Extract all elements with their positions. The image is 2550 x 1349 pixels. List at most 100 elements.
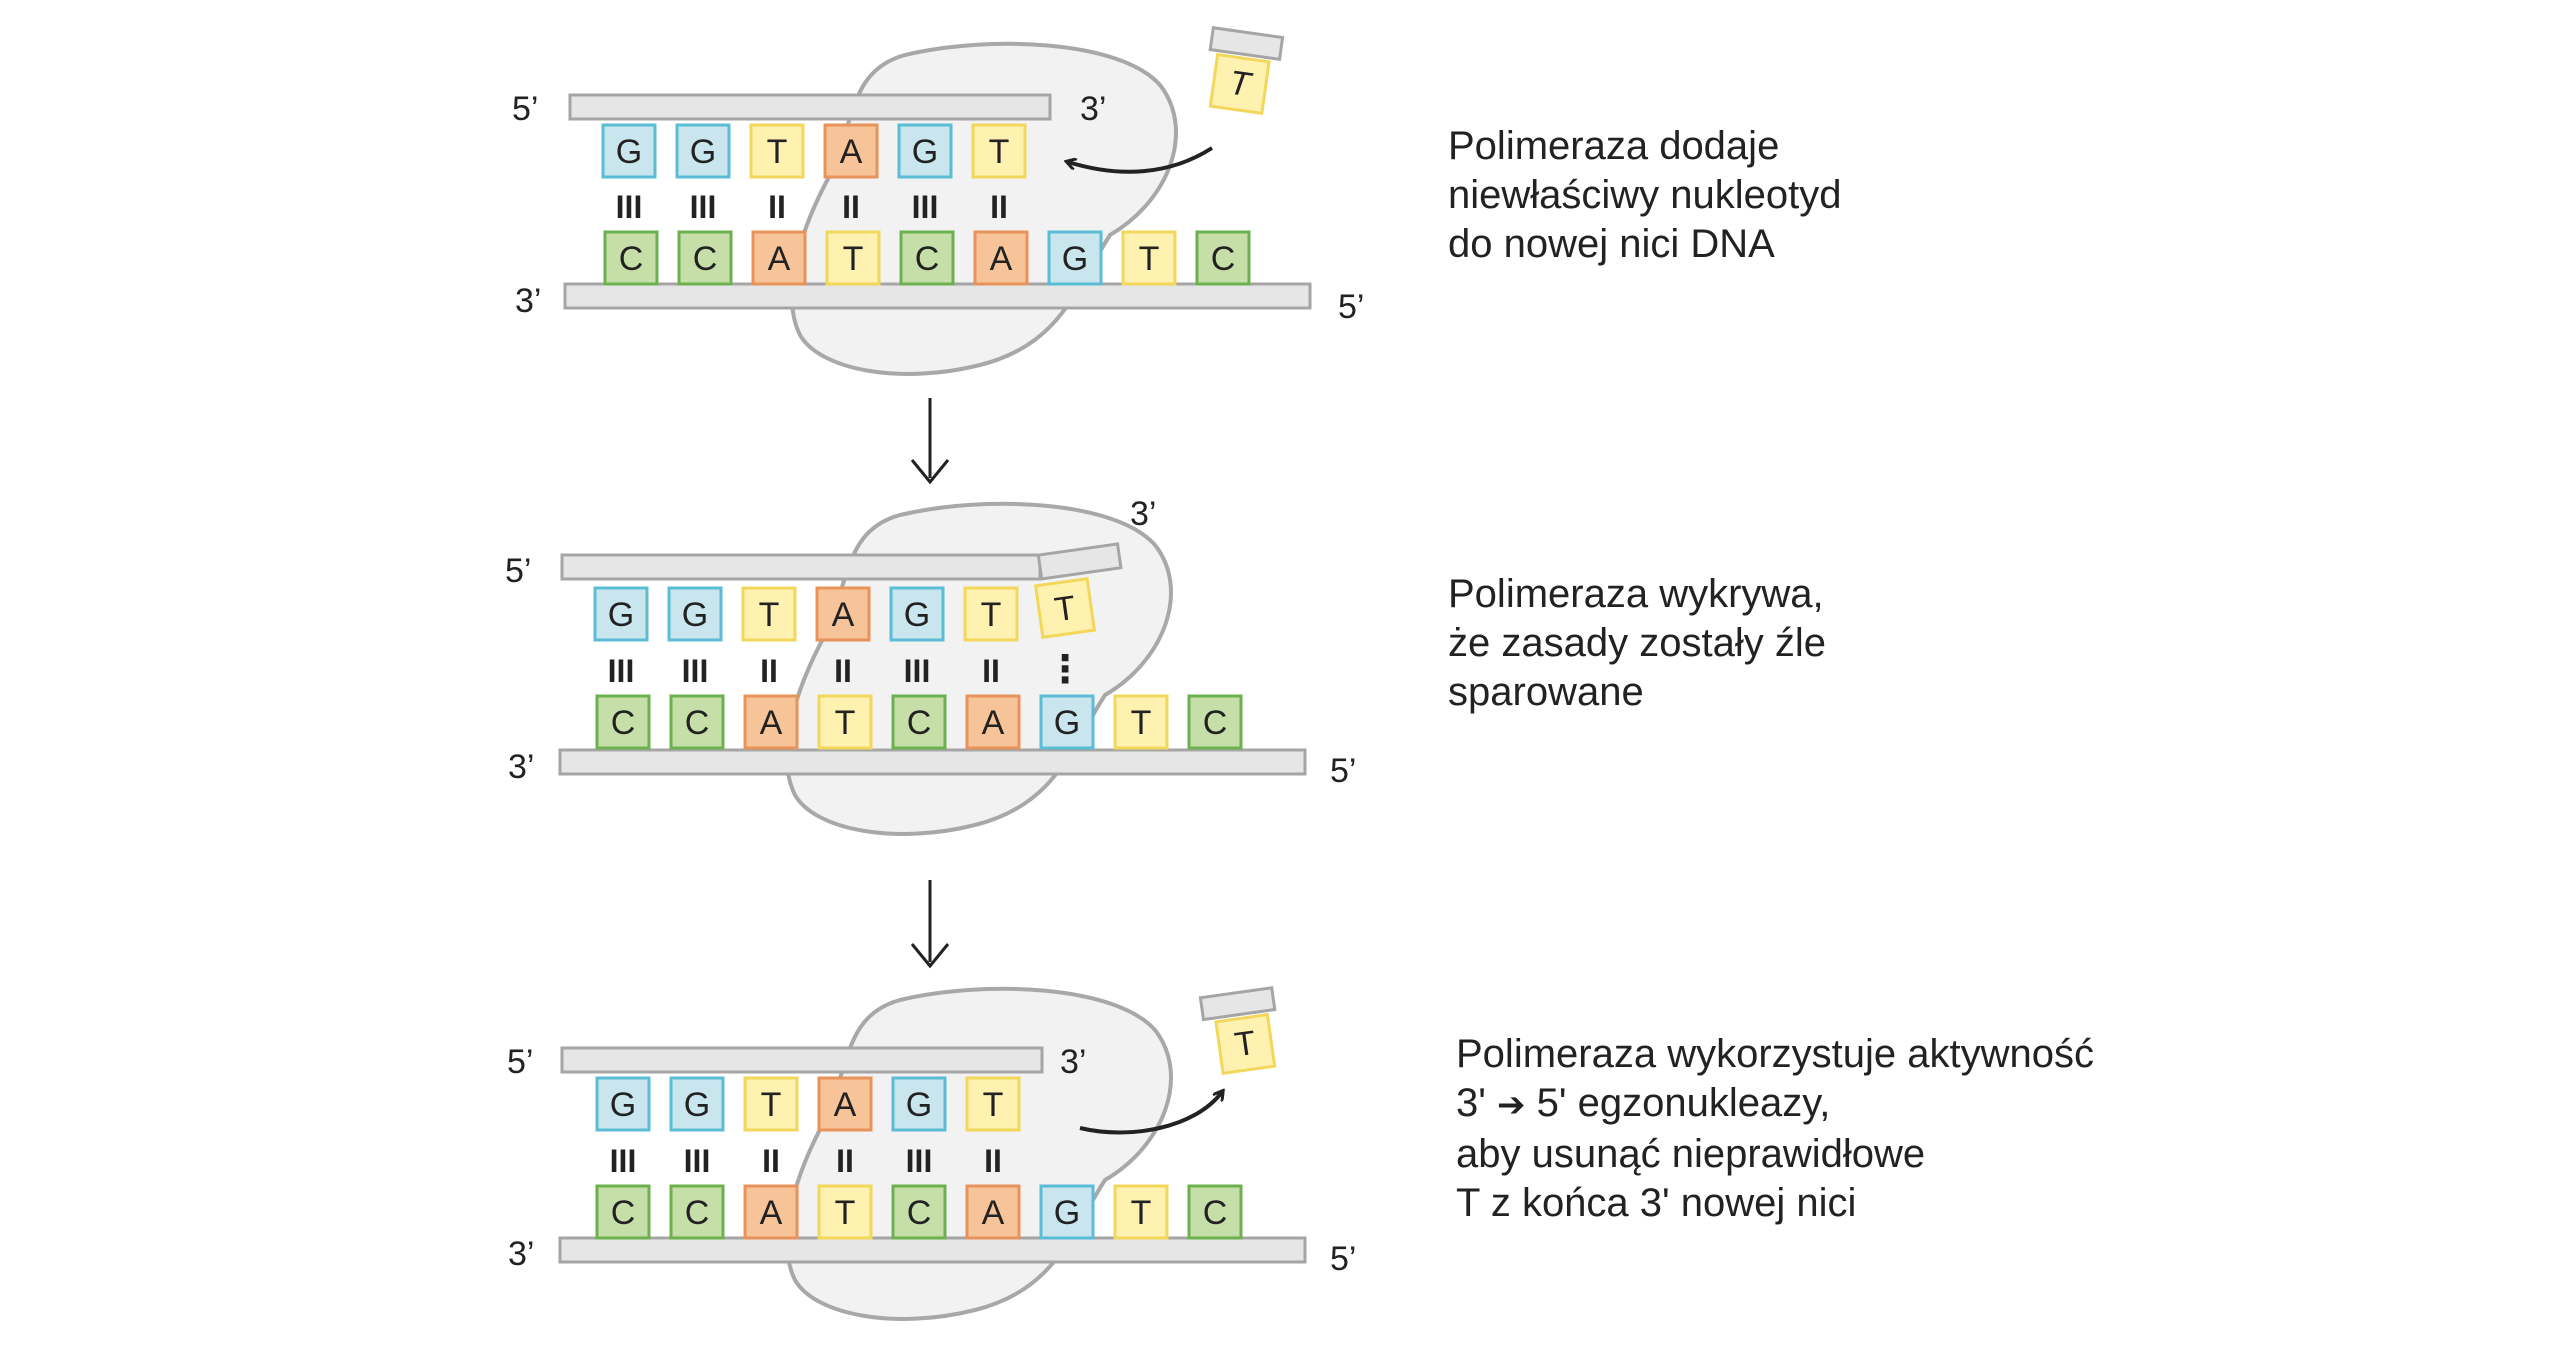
base-tile	[751, 230, 807, 286]
base-letter: G	[1054, 704, 1080, 742]
base-tile	[1033, 576, 1097, 640]
caption-5prime-exonuclease: 5' egzonukleazy,	[1536, 1081, 1831, 1125]
mismatched-base: T	[1033, 576, 1097, 640]
template-strand-base: T	[1121, 230, 1177, 286]
caption-line: do nowej nici DNA	[1448, 222, 1775, 266]
incoming-nucleotide-cap	[1208, 26, 1285, 61]
base-letter: T	[835, 1194, 856, 1232]
base-tile	[1187, 694, 1243, 750]
template-strand-base: A	[743, 1184, 799, 1240]
base-tile	[749, 123, 805, 179]
base-letter: T	[1139, 240, 1160, 278]
removal-arrow	[1079, 1092, 1222, 1135]
base-tile	[741, 586, 797, 642]
hydrogen-bond: II	[842, 189, 860, 225]
hydrogen-bond: II	[762, 1143, 780, 1179]
template-strand-base: C	[595, 694, 651, 750]
label-3prime-bottom: 3’	[508, 748, 534, 786]
base-tile	[1113, 1184, 1169, 1240]
hydrogen-bond: III	[904, 653, 931, 689]
base-letter: A	[982, 704, 1005, 742]
removed-nucleotide-cap	[1198, 986, 1277, 1022]
caption-panel-3: Polimeraza wykorzystuje aktywność 3' ➔ 5…	[1456, 1030, 2094, 1228]
new-strand-base: T	[963, 586, 1019, 642]
base-tile	[669, 694, 725, 750]
base-tile	[1039, 1184, 1095, 1240]
base-letter: G	[608, 596, 634, 634]
template-strand-backbone	[563, 282, 1312, 310]
caption-line: T z końca 3' nowej nici	[1456, 1181, 1857, 1225]
incoming-nucleotide: T	[1208, 26, 1285, 116]
base-tile	[743, 1076, 799, 1132]
base-letter: C	[907, 704, 932, 742]
hydrogen-bond: II	[982, 653, 1000, 689]
template-strand-base: T	[1113, 1184, 1169, 1240]
label-5prime-top: 5’	[507, 1043, 533, 1081]
template-strand-base: A	[973, 230, 1029, 286]
base-tile	[601, 123, 657, 179]
label-5prime-top: 5’	[505, 552, 531, 590]
template-strand-base: G	[1047, 230, 1103, 286]
base-tile	[1121, 230, 1177, 286]
base-letter: A	[834, 1086, 857, 1124]
incoming-nucleotide-base	[1208, 52, 1271, 116]
base-letter: A	[982, 1194, 1005, 1232]
template-strand-base: C	[595, 1184, 651, 1240]
template-strand-base: C	[1187, 694, 1243, 750]
base-tile	[899, 230, 955, 286]
base-letter: T	[835, 704, 856, 742]
label-3prime-bottom: 3’	[508, 1235, 534, 1273]
base-tile	[669, 1076, 725, 1132]
template-strand-base: C	[891, 1184, 947, 1240]
base-letter: T	[843, 240, 864, 278]
template-strand-base: A	[965, 1184, 1021, 1240]
base-tile	[1047, 230, 1103, 286]
template-strand-base: C	[603, 230, 659, 286]
base-letter: G	[684, 1086, 710, 1124]
hydrogen-bond: III	[690, 189, 717, 225]
base-letter: A	[768, 240, 791, 278]
new-strand-bent-end	[1036, 542, 1123, 581]
removed-nucleotide-base	[1214, 1012, 1277, 1076]
base-tile	[971, 123, 1027, 179]
base-letter: T	[981, 596, 1002, 634]
template-strand-backbone	[558, 1236, 1307, 1264]
caption-panel-2: Polimeraza wykrywa, że zasady zostały źl…	[1448, 570, 1826, 717]
base-letter: C	[907, 1194, 932, 1232]
base-letter: T	[761, 1086, 782, 1124]
base-tile	[669, 1184, 725, 1240]
removed-nucleotide: T	[1198, 986, 1277, 1076]
hydrogen-bond: II	[836, 1143, 854, 1179]
base-tile	[1195, 230, 1251, 286]
base-tile	[1187, 1184, 1243, 1240]
base-tile	[889, 586, 945, 642]
base-letter: G	[1062, 240, 1088, 278]
base-letter: G	[912, 133, 938, 171]
base-letter: C	[1203, 1194, 1228, 1232]
base-tile	[603, 230, 659, 286]
base-letter: G	[1054, 1194, 1080, 1232]
new-strand-base: G	[891, 1076, 947, 1132]
base-tile	[593, 586, 649, 642]
hydrogen-bond: III	[610, 1143, 637, 1179]
new-strand-base: G	[667, 586, 723, 642]
base-letter: A	[760, 1194, 783, 1232]
caption-line: sparowane	[1448, 670, 1644, 714]
base-letter: A	[832, 596, 855, 634]
new-strand-base: T	[971, 123, 1027, 179]
new-strand-backbone	[568, 93, 1052, 121]
new-strand-base: T	[741, 586, 797, 642]
base-tile	[965, 694, 1021, 750]
new-strand-backbone	[560, 553, 1042, 581]
new-strand-base: G	[889, 586, 945, 642]
base-tile	[817, 694, 873, 750]
new-strand-base: G	[593, 586, 649, 642]
base-tile	[743, 1184, 799, 1240]
base-letter: C	[1211, 240, 1236, 278]
base-tile	[817, 1184, 873, 1240]
step-arrow-1	[910, 398, 950, 485]
base-tile	[973, 230, 1029, 286]
